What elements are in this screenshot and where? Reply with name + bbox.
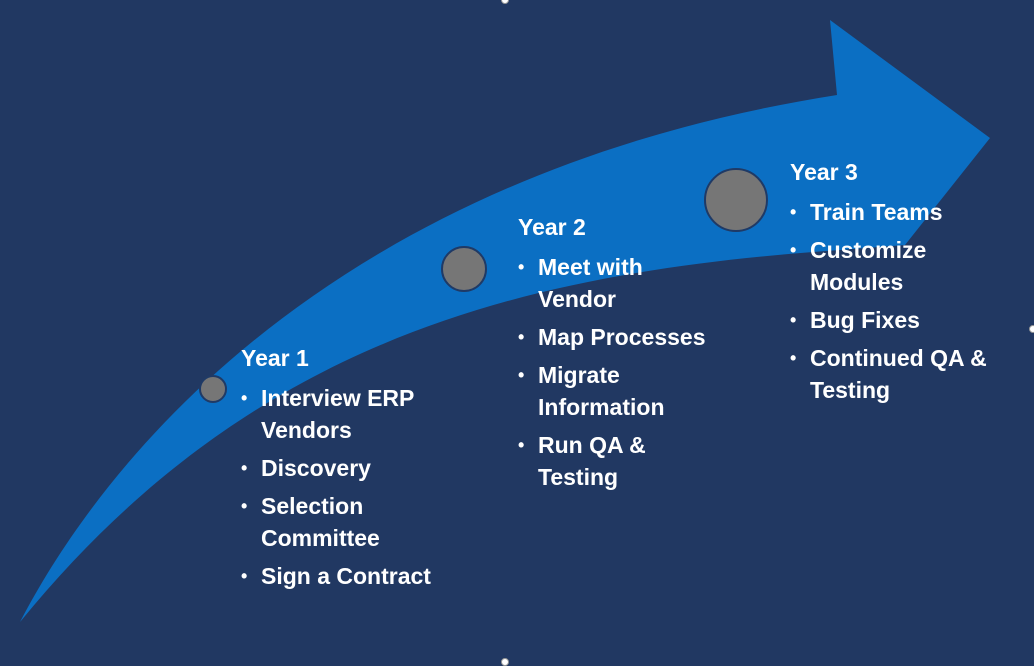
year-3-title: Year 3 [790, 159, 858, 185]
list-item: Customize Modules [790, 234, 950, 298]
year-2-title: Year 2 [518, 214, 586, 240]
list-item: Continued QA & Testing [790, 342, 990, 406]
list-item: Discovery [241, 452, 481, 484]
year-3-column: Year 3 Train Teams Customize Modules Bug… [790, 158, 1020, 412]
year-1-title: Year 1 [241, 345, 309, 371]
year-1-list: Interview ERP Vendors Discovery Selectio… [241, 382, 481, 592]
milestone-circle-year-3 [704, 168, 768, 232]
resize-handle-right[interactable] [1029, 325, 1034, 333]
list-item: Migrate Information [518, 359, 698, 423]
year-2-list: Meet with Vendor Map Processes Migrate I… [518, 251, 748, 493]
list-item: Bug Fixes [790, 304, 1020, 336]
milestone-circle-year-2 [441, 246, 487, 292]
list-item: Sign a Contract [241, 560, 481, 592]
year-3-list: Train Teams Customize Modules Bug Fixes … [790, 196, 1020, 406]
year-1-column: Year 1 Interview ERP Vendors Discovery S… [241, 344, 481, 598]
milestone-circle-year-1 [199, 375, 227, 403]
list-item: Run QA & Testing [518, 429, 668, 493]
list-item: Interview ERP Vendors [241, 382, 481, 446]
list-item: Meet with Vendor [518, 251, 678, 315]
list-item: Selection Committee [241, 490, 421, 554]
resize-handle-bottom[interactable] [501, 658, 509, 666]
list-item: Map Processes [518, 321, 748, 353]
list-item: Train Teams [790, 196, 1020, 228]
year-2-column: Year 2 Meet with Vendor Map Processes Mi… [518, 213, 748, 499]
